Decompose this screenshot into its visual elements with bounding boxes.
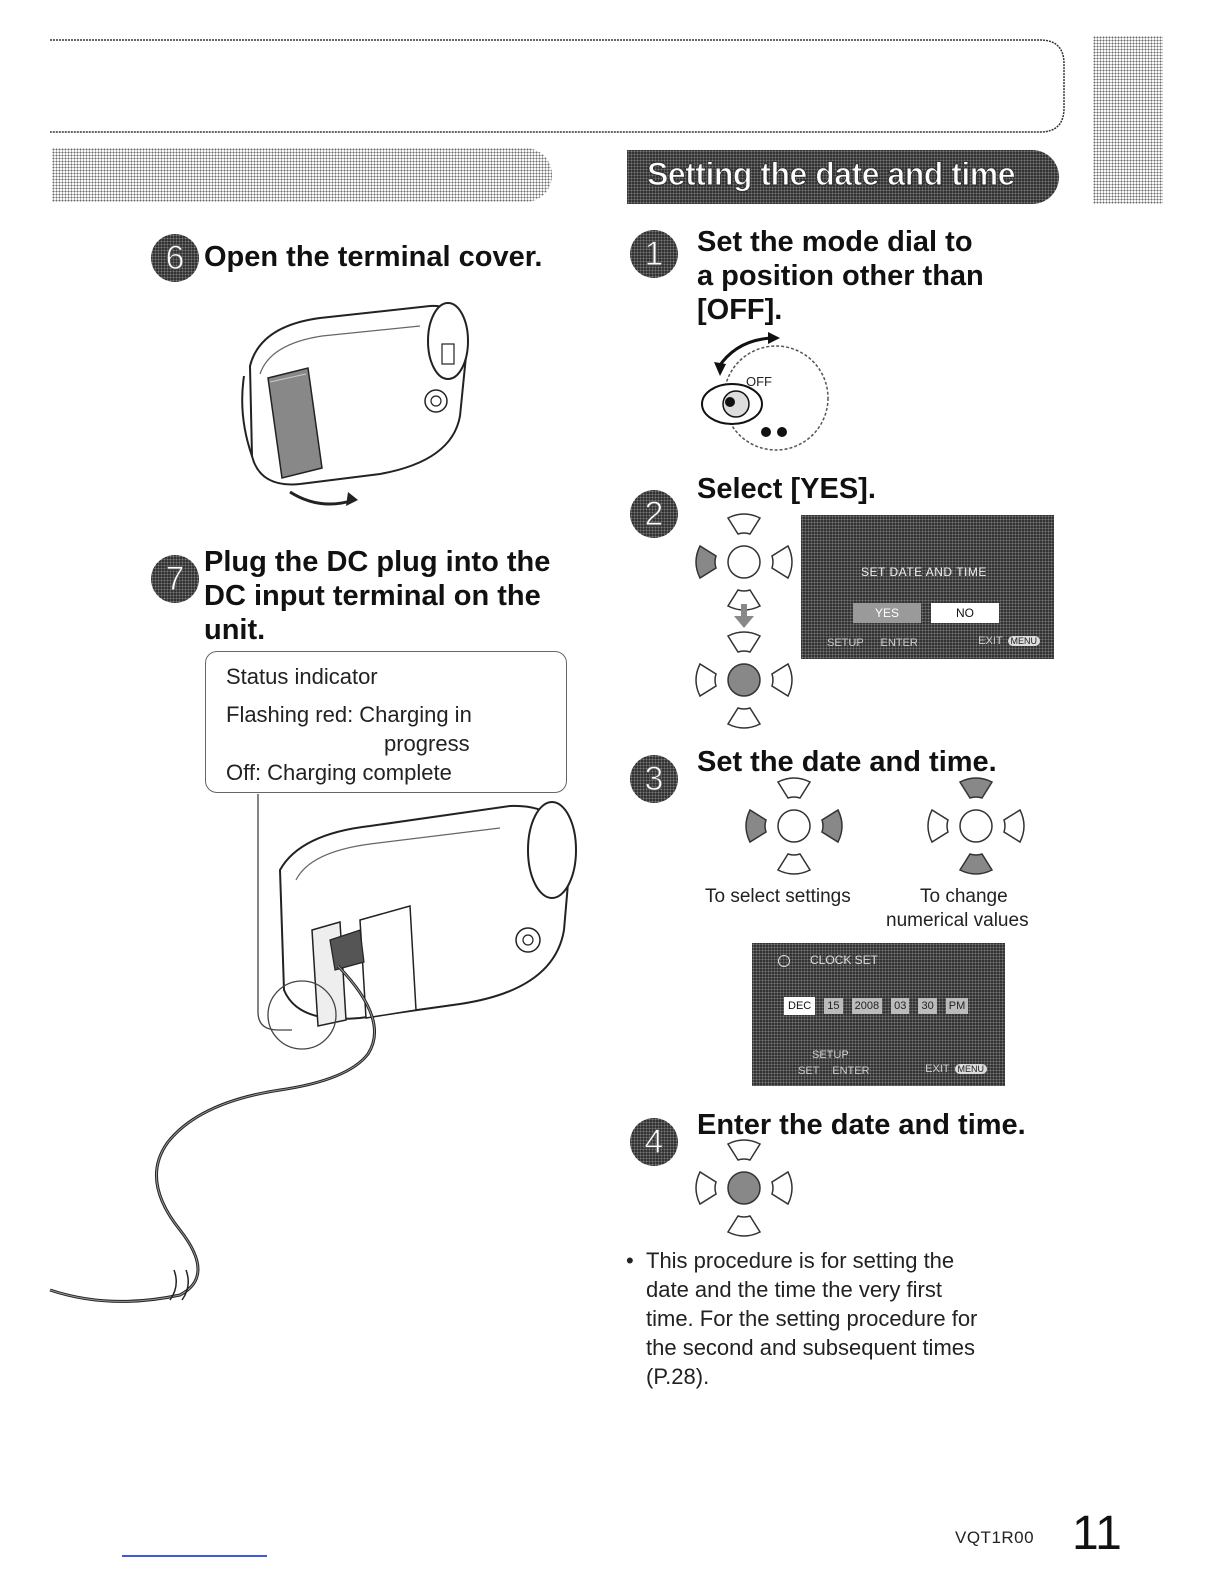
day-field: 15 xyxy=(824,998,843,1014)
step-4-number: 4 xyxy=(644,1123,664,1162)
cursor-pad-center-pressed xyxy=(695,631,793,729)
step-6-number: 6 xyxy=(165,239,185,278)
page-number: 11 xyxy=(1072,1507,1122,1560)
header-frame xyxy=(50,39,1065,133)
note-line-3: time. For the setting procedure for xyxy=(646,1306,978,1331)
status-line-2: progress xyxy=(384,731,470,756)
minute-field: 30 xyxy=(918,998,937,1014)
step-4-title: Enter the date and time. xyxy=(697,1109,1026,1141)
step-4-badge: 4 xyxy=(630,1118,678,1166)
step-7-badge: 7 xyxy=(151,555,199,603)
yes-label: YES xyxy=(874,606,899,620)
step-7-title-line-1: Plug the DC plug into the xyxy=(204,546,551,578)
step-1-title-line-1: Set the mode dial to xyxy=(697,226,973,258)
step-3-title: Set the date and time. xyxy=(697,746,997,778)
section-title-bar: Setting the date and time xyxy=(627,150,1059,204)
footer-enter: ENTER xyxy=(880,637,918,649)
step-7-title-line-3: unit. xyxy=(204,614,266,646)
cursor-pad-enter xyxy=(695,1139,793,1237)
cursor-pad-up-down xyxy=(927,777,1025,875)
note-bullet: • xyxy=(626,1248,634,1273)
clock-footer-setup: SETUP xyxy=(812,1049,849,1061)
step-7-title-line-2: DC input terminal on the xyxy=(204,580,541,612)
clock-set-title: CLOCK SET xyxy=(810,953,879,967)
note-line-2: date and the time the very first xyxy=(646,1277,942,1302)
footer-setup: SETUP xyxy=(827,637,864,649)
caption-change-values-line-2: numerical values xyxy=(886,910,1029,931)
note-line-1: This procedure is for setting the xyxy=(646,1248,955,1273)
footer-exit: EXIT xyxy=(978,635,1003,647)
step-2-title: Select [YES]. xyxy=(697,473,876,505)
note-line-4: the second and subsequent times xyxy=(646,1335,976,1360)
dial-off-label: OFF xyxy=(746,374,772,389)
ampm-field: PM xyxy=(945,998,969,1014)
hour-field: 03 xyxy=(891,998,910,1014)
clock-footer-enter: ENTER xyxy=(832,1065,870,1077)
cursor-pad-left-right xyxy=(745,777,843,875)
set-date-screen: SET DATE AND TIME YES NO SETUP ENTER EXI… xyxy=(801,515,1054,659)
step-7-number: 7 xyxy=(165,560,185,599)
status-indicator-box: Status indicator Flashing red: Charging … xyxy=(205,651,567,793)
step-1-title-line-2: a position other than xyxy=(697,260,984,292)
clock-exit: EXIT xyxy=(925,1063,950,1075)
caption-change-values-line-1: To change xyxy=(920,886,1008,907)
yes-option: YES xyxy=(853,603,921,623)
cursor-pad-left-pressed xyxy=(695,513,793,611)
step-1-title-line-3: [OFF]. xyxy=(697,294,783,326)
caption-select-settings: To select settings xyxy=(705,886,851,907)
camcorder-dc-plug-illustration xyxy=(49,794,577,1303)
model-code: VQT1R00 xyxy=(955,1528,1035,1547)
screen-footer: SETUP ENTER xyxy=(827,637,918,649)
mode-dial-illustration: OFF xyxy=(701,332,829,451)
clock-icon xyxy=(778,955,790,967)
section-title: Setting the date and time xyxy=(647,156,1016,193)
menu-tag: MENU xyxy=(1007,636,1040,646)
camcorder-open-cover-illustration xyxy=(241,302,469,506)
status-line-3: Off: Charging complete xyxy=(226,760,452,785)
footer-rule xyxy=(122,1555,267,1557)
clock-fields: DEC 15 2008 03 30 PM xyxy=(784,997,969,1015)
clock-set-screen: CLOCK SET DEC 15 2008 03 30 PM SETUP SET… xyxy=(752,943,1005,1086)
year-field: 2008 xyxy=(851,998,883,1014)
step-7-title: Plug the DC plug into the DC input termi… xyxy=(204,545,550,647)
no-option: NO xyxy=(931,603,999,623)
step-2-number: 2 xyxy=(644,495,664,534)
status-heading: Status indicator xyxy=(226,664,378,689)
step-3-badge: 3 xyxy=(630,755,678,803)
step-6-badge: 6 xyxy=(151,234,199,282)
step-1-number: 1 xyxy=(644,235,664,274)
clock-menu-tag: MENU xyxy=(954,1064,987,1074)
screen-title: SET DATE AND TIME xyxy=(861,565,987,579)
note-line-5: (P.28). xyxy=(646,1364,710,1389)
clock-footer: SET ENTER xyxy=(798,1065,870,1077)
screen-footer-exit: EXIT MENU xyxy=(978,635,1040,647)
step-3-number: 3 xyxy=(644,760,664,799)
month-field: DEC xyxy=(784,997,816,1015)
status-line-1: Flashing red: Charging in xyxy=(226,702,472,727)
clock-footer-exit: EXIT MENU xyxy=(925,1063,987,1075)
caption-change-values: To change numerical values xyxy=(886,885,1029,933)
step-2-badge: 2 xyxy=(630,490,678,538)
side-tab-marker xyxy=(1093,36,1163,204)
left-section-bar xyxy=(52,148,552,202)
step-6-title: Open the terminal cover. xyxy=(204,241,543,273)
procedure-note: • This procedure is for setting the date… xyxy=(626,1246,1056,1391)
no-label: NO xyxy=(956,606,974,620)
clock-footer-set: SET xyxy=(798,1065,820,1077)
step-1-title: Set the mode dial to a position other th… xyxy=(697,225,984,327)
step-1-badge: 1 xyxy=(630,230,678,278)
down-arrow-icon xyxy=(734,604,754,628)
